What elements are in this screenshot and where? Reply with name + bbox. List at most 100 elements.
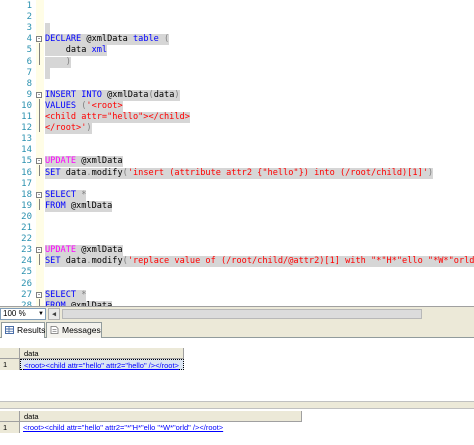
code-line[interactable]: FROM @xmlData [45,300,113,306]
row-number[interactable]: 1 [0,359,20,370]
result-grid-2[interactable]: data 1 <root><child attr="hello" attr2="… [0,411,474,435]
code-token: * [81,289,87,300]
collapse-toggle-icon[interactable]: - [36,35,42,43]
code-token: ( [148,89,154,100]
code-line[interactable]: UPDATE @xmlData [45,156,123,168]
code-token: SET [45,167,66,178]
xml-result-link[interactable]: <root><child attr="hello" attr2="*"H*"el… [23,423,224,432]
collapse-toggle-icon[interactable]: - [36,157,42,165]
code-token: xml [91,45,108,56]
line-number: 4 [26,34,32,45]
grid-corner[interactable] [0,411,20,422]
code-token: VALUES [45,100,82,111]
grid-splitter[interactable] [0,401,474,409]
collapse-toggle-icon[interactable]: - [36,290,42,298]
code-line[interactable]: SET data.modify('replace value of (/root… [45,256,474,268]
code-line[interactable]: INSERT INTO @xmlData(data) [45,89,180,101]
code-token: modify [91,256,123,267]
outline-guide [39,254,40,266]
code-token: ( [122,256,128,267]
line-number: 5 [26,45,32,56]
code-token: data [65,167,87,178]
line-number: 20 [21,211,32,222]
code-token: @xmlData [81,245,123,256]
code-line[interactable]: ) [45,56,71,68]
line-number: 11 [21,112,32,122]
collapse-toggle-icon[interactable]: - [36,190,42,198]
line-number: 6 [26,56,32,67]
code-token: @xmlData [70,300,113,306]
line-number: 27 [21,289,32,300]
code-line[interactable]: </root>') [45,123,92,135]
code-token: FROM [45,200,71,211]
code-token: ) [427,167,434,178]
code-line[interactable] [45,23,51,35]
code-line[interactable]: <child attr="hello"></child> [45,112,190,123]
line-number: 14 [21,145,32,156]
code-line[interactable] [45,67,51,79]
line-number: 1 [26,1,32,11]
grid-corner[interactable] [0,348,20,359]
code-token: . [86,167,92,178]
result-grid-1[interactable]: data 1 <root><child attr="hello" attr2="… [0,348,474,372]
code-token: ( [81,100,87,111]
column-header-data[interactable]: data [20,348,184,359]
line-number: 3 [26,23,32,34]
line-number: 12 [21,123,32,134]
xml-result-link[interactable]: <root><child attr="hello" attr2="hello" … [20,359,184,370]
tab-messages-label: Messages [62,325,101,335]
line-number: 28 [21,300,32,306]
line-number: 23 [21,245,32,256]
line-number: 8 [26,78,32,89]
chevron-down-icon[interactable]: ▼ [38,311,44,317]
row-number[interactable]: 1 [0,422,20,433]
code-token: ) [45,56,71,67]
horizontal-scrollbar-thumb[interactable] [62,309,422,319]
code-token: modify [91,167,123,178]
code-token: ) [174,89,180,100]
code-line[interactable]: UPDATE @xmlData [45,245,123,257]
code-line[interactable]: SET data.modify('insert (attribute attr2… [45,167,434,179]
code-line[interactable]: DECLARE @xmlData table ( [45,34,170,46]
tab-results[interactable]: Results [1,322,45,338]
code-token: 'replace value of (/root/child/@attr2)[1… [127,256,474,267]
code-line[interactable]: FROM @xmlData [45,200,113,212]
outline-guide [39,198,40,210]
line-number: 2 [26,12,32,23]
code-line[interactable]: VALUES ('<root> [45,100,123,112]
line-number: 9 [26,89,32,100]
code-token: SET [45,256,66,267]
line-number: 15 [21,156,32,167]
code-token: ) [86,123,92,134]
collapse-toggle-icon[interactable]: - [36,90,42,98]
results-tab-strip: Results Messages [0,320,474,338]
column-header-data[interactable]: data [20,411,302,422]
code-line[interactable]: SELECT * [45,289,87,301]
code-token: data [45,45,92,56]
line-number: 17 [21,178,32,189]
line-number: 13 [21,134,32,145]
code-token: data [153,89,175,100]
scroll-left-arrow-icon[interactable]: ◀ [48,308,60,320]
code-token: . [86,256,92,267]
code-line[interactable]: data xml [45,45,108,57]
line-number: 10 [21,100,32,111]
code-line[interactable]: SELECT * [45,189,87,201]
line-number: 18 [21,189,32,200]
code-token: @xmlData [70,200,113,211]
outline-guide [39,98,40,133]
outline-guide [39,43,40,66]
code-token: UPDATE [45,245,82,256]
line-number: 16 [21,167,32,178]
zoom-value: 100 % [3,309,26,318]
code-token: <child attr="hello"></child> [45,112,190,122]
tab-messages[interactable]: Messages [46,322,102,338]
code-token: @xmlData [81,156,123,167]
zoom-select[interactable]: 100 % ▼ [0,308,46,320]
code-token: 'insert (attribute attr2 {"hello"}) into… [127,167,428,178]
code-token: INSERT INTO [45,89,108,100]
code-token: @xmlData [107,89,149,100]
collapse-toggle-icon[interactable]: - [36,246,42,254]
editor-horizontal-bar: 100 % ▼ ◀ [0,306,474,320]
